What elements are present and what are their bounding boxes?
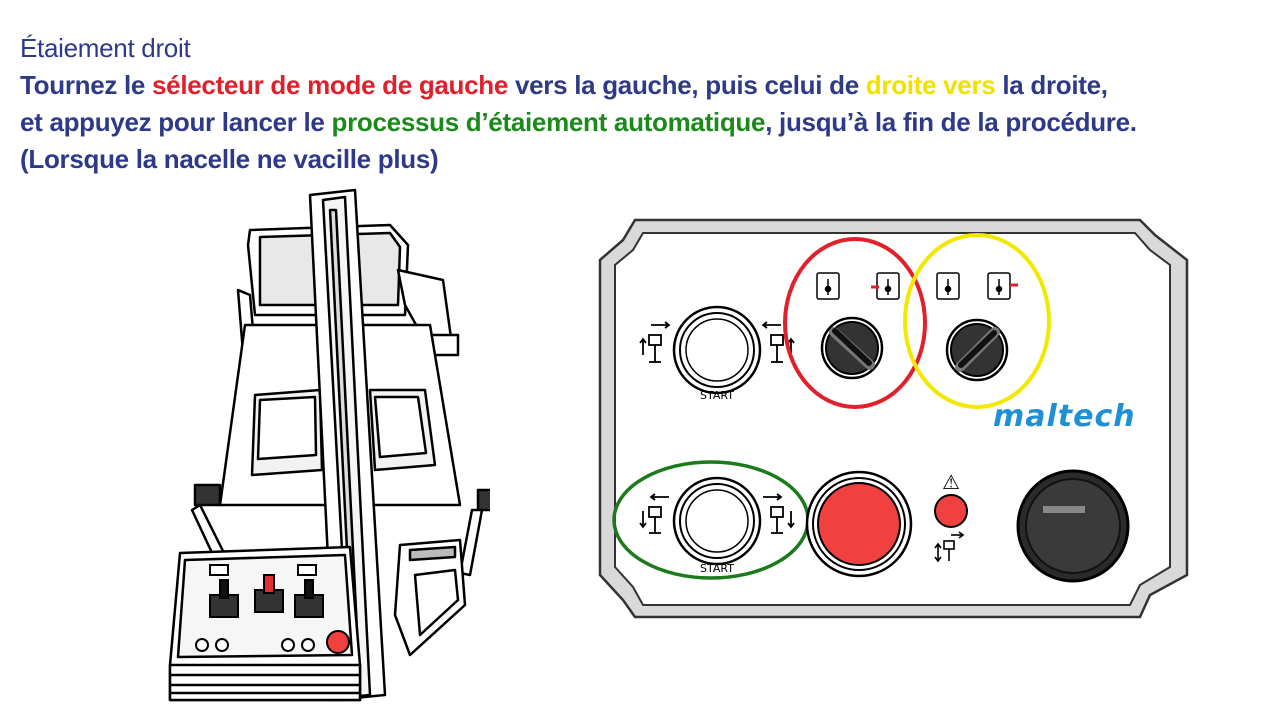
instruction-line-2: et appuyez pour lancer le processus d’ét… xyxy=(20,107,1137,137)
highlight-left-selector: sélecteur de mode de gauche xyxy=(152,70,509,100)
start-button-bottom[interactable] xyxy=(672,476,762,566)
stabilizer-down-left-icon xyxy=(639,493,669,534)
yellow-highlight-circle xyxy=(903,233,1051,409)
instruction-line-3: (Lorsque la nacelle ne vacille plus) xyxy=(20,144,439,174)
start-button-top[interactable] xyxy=(672,305,762,395)
stabilizer-up-right-icon xyxy=(761,321,795,363)
right-selector-mode-icons xyxy=(936,272,1018,300)
left-mode-selector[interactable] xyxy=(820,316,884,380)
instruction-text: Étaiement droit Tournez le sélecteur de … xyxy=(20,30,1270,178)
warning-triangle-icon: ⚠ xyxy=(942,470,960,494)
left-selector-mode-icons xyxy=(816,272,900,300)
red-highlight-circle xyxy=(783,237,927,409)
black-pushbutton[interactable] xyxy=(1016,469,1130,583)
start-label-bottom: START xyxy=(700,562,734,575)
instruction-title: Étaiement droit xyxy=(20,33,191,63)
machine-illustration xyxy=(168,188,490,702)
small-red-button[interactable] xyxy=(934,494,968,528)
emergency-stop-button[interactable] xyxy=(805,470,913,578)
stabilizer-down-right-icon xyxy=(763,493,795,534)
instruction-line-1: Tournez le sélecteur de mode de gauche v… xyxy=(20,70,1108,100)
stabilizer-updown-icon xyxy=(934,531,965,563)
stabilizer-up-left-icon xyxy=(639,321,671,363)
maltech-logo: maltech xyxy=(993,399,1136,434)
highlight-right-selector: droite vers xyxy=(865,70,996,100)
right-mode-selector[interactable] xyxy=(945,318,1009,382)
control-panel: START maltech xyxy=(598,218,1189,619)
start-label-top: START xyxy=(700,389,734,402)
highlight-auto-process: processus d’étaiement automatique xyxy=(331,107,766,137)
